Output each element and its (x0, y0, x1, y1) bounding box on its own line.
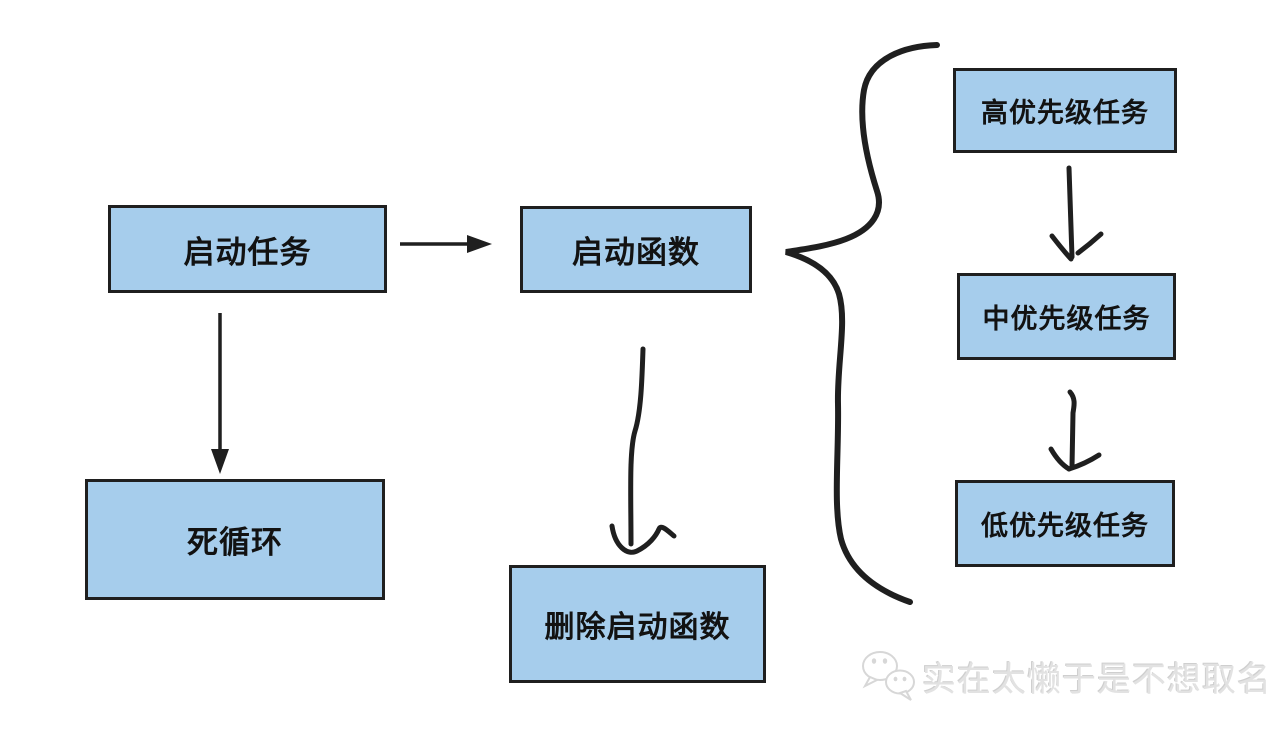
node-delete-start-function-label: 删除启动函数 (544, 611, 731, 644)
node-low-priority-task-label: 低优先级任务 (981, 511, 1149, 541)
arrow-start-task-to-start-function (400, 235, 492, 253)
brace-start-function-to-priorities (785, 42, 940, 605)
watermark-text: 实在太懒于是不想取名 (922, 660, 1272, 699)
node-low-priority-task: 低优先级任务 (955, 480, 1175, 567)
node-start-task: 启动任务 (108, 205, 387, 293)
watermark: 实在太懒于是不想取名 (856, 646, 1272, 706)
node-dead-loop-label: 死循环 (187, 525, 283, 560)
node-start-function: 启动函数 (520, 206, 752, 293)
node-high-priority-task-label: 高优先级任务 (981, 98, 1149, 128)
arrow-start-function-to-delete (609, 346, 677, 555)
node-dead-loop: 死循环 (85, 479, 385, 600)
arrow-high-to-mid (1049, 165, 1104, 262)
node-mid-priority-task-label: 中优先级任务 (982, 304, 1151, 334)
arrow-start-task-to-dead-loop (211, 313, 229, 474)
node-mid-priority-task: 中优先级任务 (957, 273, 1176, 360)
node-start-function-label: 启动函数 (572, 235, 700, 270)
node-start-task-label: 启动任务 (183, 234, 312, 270)
node-delete-start-function: 删除启动函数 (509, 565, 766, 683)
node-high-priority-task: 高优先级任务 (953, 68, 1177, 153)
arrow-mid-to-low (1048, 389, 1102, 472)
wechat-icon (862, 651, 915, 701)
